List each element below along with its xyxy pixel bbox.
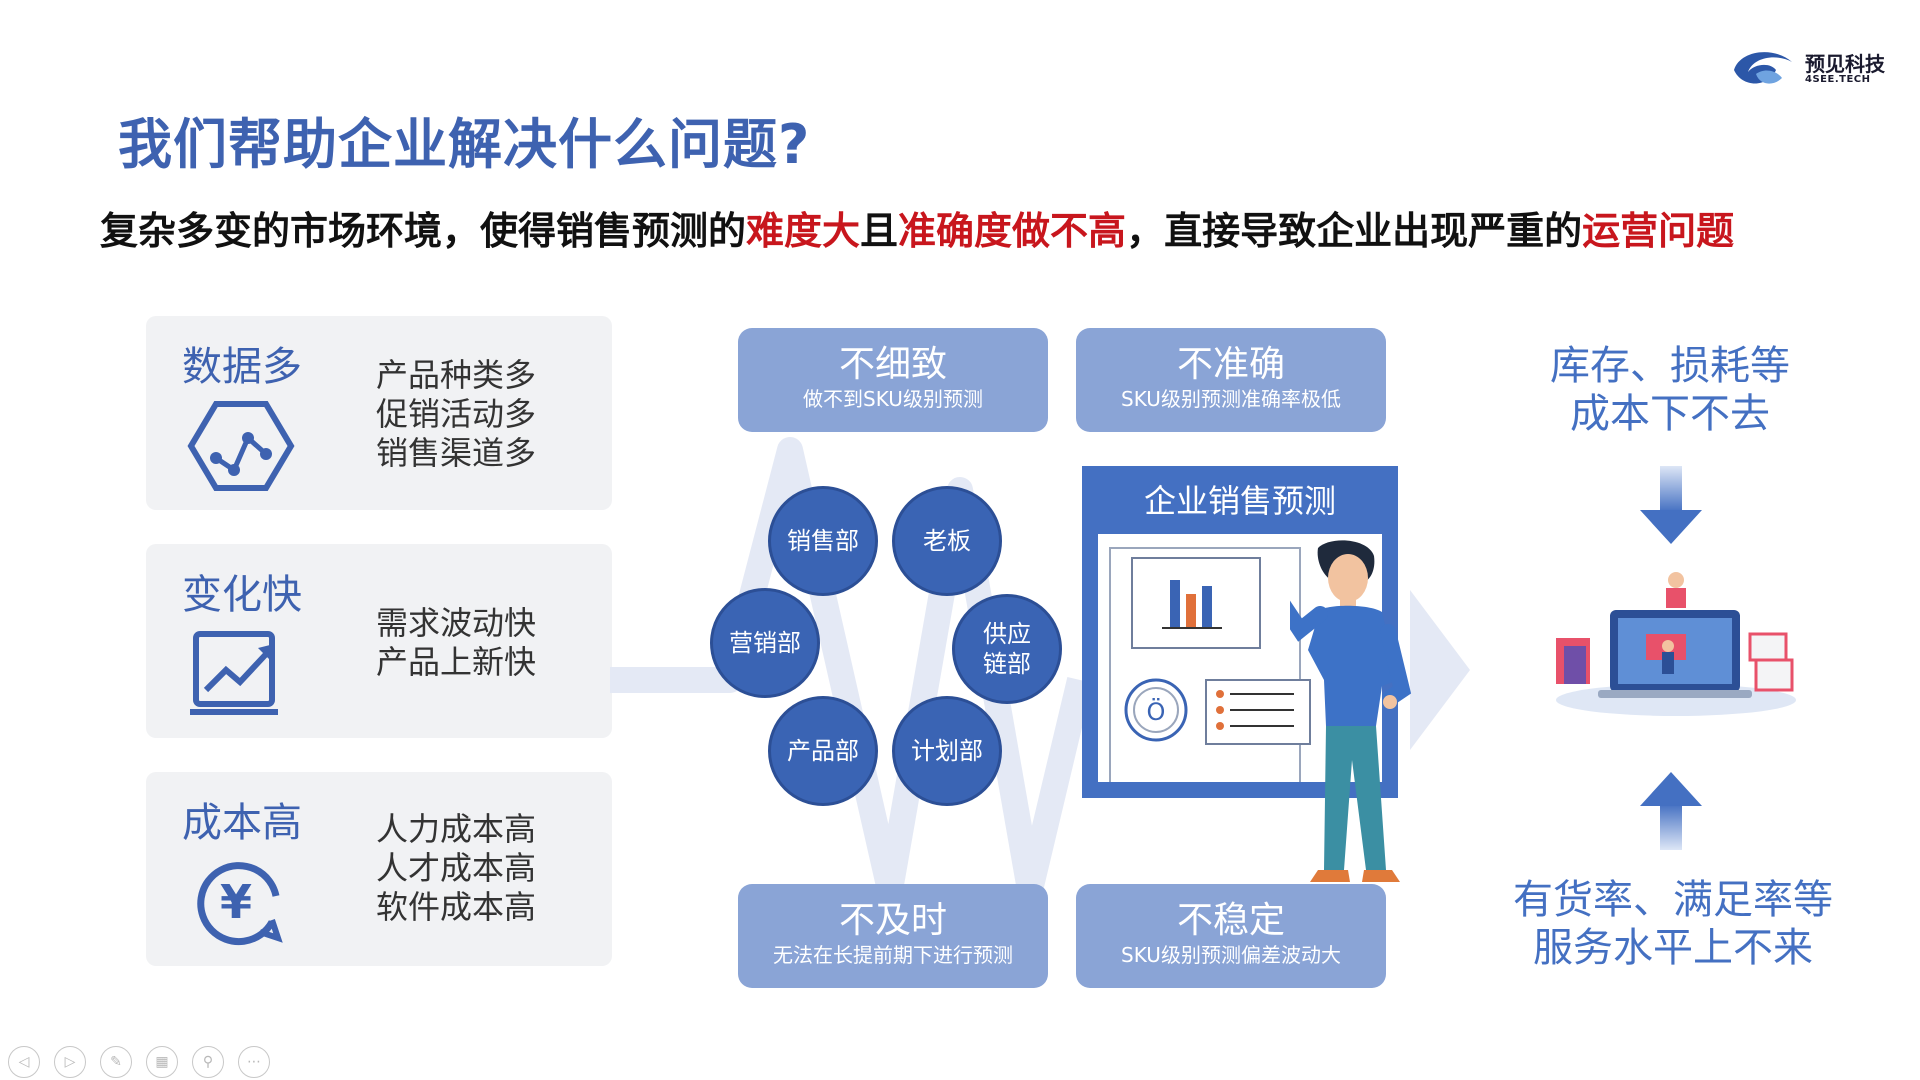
- dept-planning: 计划部: [892, 696, 1002, 806]
- card-head: 成本高: [182, 800, 302, 846]
- tag-title: 不及时: [838, 900, 947, 941]
- tag-not-timely: 不及时 无法在长提前期下进行预测: [738, 884, 1048, 988]
- prev-slide-button[interactable]: ◁: [8, 1046, 40, 1078]
- tag-desc: SKU级别预测准确率极低: [1121, 387, 1341, 411]
- subtitle-highlight-2: 准确度做不高: [898, 209, 1127, 253]
- pen-icon: ✎: [110, 1054, 122, 1070]
- right-top-text: 库存、损耗等 成本下不去: [1540, 342, 1800, 438]
- logo-sub: 4SEE.TECH: [1805, 74, 1871, 85]
- board-title: 企业销售预测: [1143, 482, 1336, 520]
- card-line: 人才成本高: [376, 849, 537, 887]
- arrow-down-icon: [1640, 466, 1702, 544]
- subtitle-part-1: 复杂多变的市场环境，使得销售预测的: [100, 209, 747, 253]
- svg-text:Ö: Ö: [1147, 697, 1166, 726]
- tag-not-accurate: 不准确 SKU级别预测准确率极低: [1076, 328, 1386, 432]
- card-line: 软件成本高: [376, 888, 537, 926]
- page-title: 我们帮助企业解决什么问题?: [118, 113, 811, 176]
- arrow-left-icon: ◁: [18, 1054, 30, 1070]
- page-subtitle: 复杂多变的市场环境，使得销售预测的难度大且准确度做不高，直接导致企业出现严重的运…: [100, 200, 1734, 255]
- arrow-right-icon: ▷: [64, 1054, 76, 1070]
- subtitle-part-2: 且: [860, 209, 899, 253]
- subtitle-highlight-1: 难度大: [746, 209, 861, 253]
- card-lines: 人力成本高 人才成本高 软件成本高: [376, 810, 536, 927]
- network-hexagon-icon: [187, 401, 295, 491]
- company-logo: [1734, 52, 1792, 84]
- right-bottom-line: 有货率、满足率等: [1513, 877, 1833, 923]
- dept-boss: 老板: [892, 486, 1002, 596]
- subtitle-part-3: ，直接导致企业出现严重的: [1126, 209, 1583, 253]
- card-line: 人力成本高: [376, 810, 537, 848]
- card-lines: 需求波动快 产品上新快: [376, 604, 536, 682]
- dept-supply-line: 供应: [983, 620, 1031, 648]
- tag-desc: 做不到SKU级别预测: [803, 387, 983, 411]
- ecommerce-sale-illustration: [1556, 572, 1796, 716]
- more-options-button[interactable]: ⋯: [238, 1046, 270, 1078]
- zoom-button[interactable]: ⚲: [192, 1046, 224, 1078]
- dept-product: 产品部: [768, 696, 878, 806]
- slides-overview-button[interactable]: ▦: [146, 1046, 178, 1078]
- dept-marketing: 营销部: [710, 588, 820, 698]
- grid-icon: ▦: [155, 1054, 169, 1070]
- tag-title: 不细致: [838, 344, 947, 385]
- tag-desc: SKU级别预测偏差波动大: [1121, 943, 1341, 967]
- card-line: 产品上新快: [376, 643, 537, 681]
- board-illustration: Ö: [1109, 547, 1311, 797]
- dept-sales: 销售部: [768, 486, 878, 596]
- card-data-many: 数据多 产品种类多 促销活动多 销售渠道多: [146, 316, 612, 510]
- yen-coin-icon: ¥: [197, 862, 283, 946]
- pen-button[interactable]: ✎: [100, 1046, 132, 1078]
- tag-title: 不稳定: [1176, 900, 1285, 941]
- tag-not-detailed: 不细致 做不到SKU级别预测: [738, 328, 1048, 432]
- card-line: 需求波动快: [376, 604, 537, 642]
- card-head: 变化快: [182, 572, 302, 618]
- card-line: 销售渠道多: [376, 434, 537, 472]
- tag-not-stable: 不稳定 SKU级别预测偏差波动大: [1076, 884, 1386, 988]
- card-change-fast: 变化快 需求波动快 产品上新快: [146, 544, 612, 738]
- card-head: 数据多: [182, 344, 302, 390]
- tag-title: 不准确: [1176, 344, 1285, 385]
- subtitle-highlight-3: 运营问题: [1582, 209, 1735, 253]
- magnifier-icon: ⚲: [202, 1054, 214, 1070]
- logo-name: 预见科技: [1805, 52, 1885, 76]
- right-top-line: 成本下不去: [1570, 391, 1770, 437]
- card-line: 产品种类多: [376, 356, 537, 394]
- arrow-up-icon: [1640, 772, 1702, 850]
- tag-desc: 无法在长提前期下进行预测: [773, 943, 1013, 967]
- trend-chart-icon: [190, 631, 278, 715]
- right-bottom-line: 服务水平上不来: [1533, 925, 1813, 971]
- dept-supply-chain: 供应 链部: [952, 594, 1062, 704]
- card-cost-high: 成本高 ¥ 人力成本高 人才成本高 软件成本高: [146, 772, 612, 966]
- svg-text:¥: ¥: [220, 875, 252, 929]
- presenter-illustration: [1290, 540, 1412, 882]
- right-bottom-text: 有货率、满足率等 服务水平上不来: [1508, 876, 1838, 972]
- card-line: 促销活动多: [376, 395, 537, 433]
- next-slide-button[interactable]: ▷: [54, 1046, 86, 1078]
- dept-supply-line: 链部: [983, 650, 1031, 678]
- card-lines: 产品种类多 促销活动多 销售渠道多: [376, 356, 536, 473]
- right-top-line: 库存、损耗等: [1550, 343, 1790, 389]
- more-dots-icon: ⋯: [247, 1054, 261, 1070]
